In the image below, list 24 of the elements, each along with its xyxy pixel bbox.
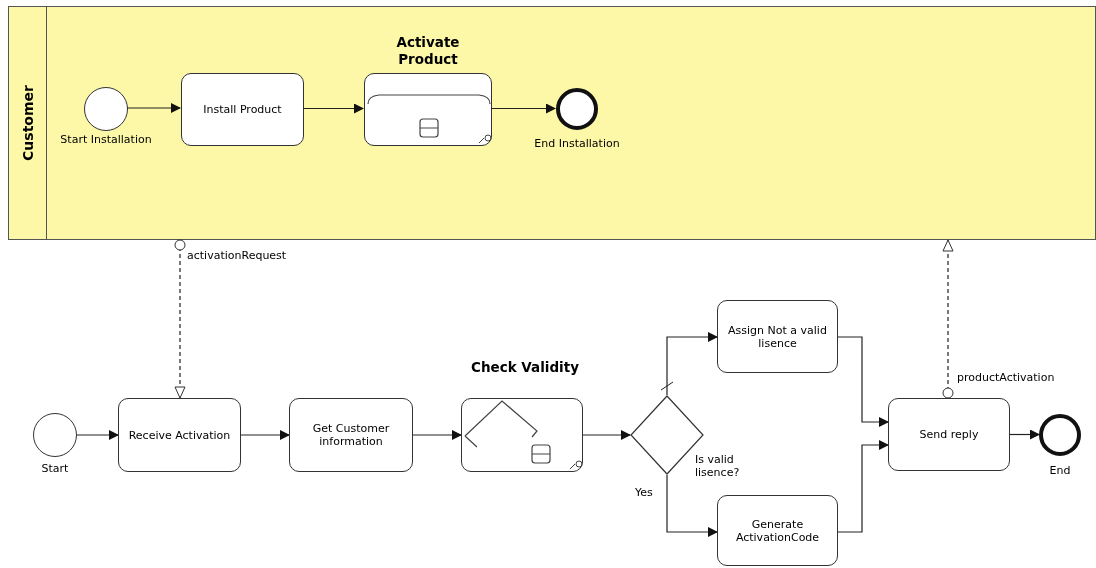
pool-band — [8, 6, 1096, 240]
task-box — [888, 398, 1010, 471]
task-label: Assign Not a valid lisence — [727, 323, 828, 350]
lane-title: Customer — [19, 85, 36, 161]
task-box — [717, 495, 838, 566]
task-box — [289, 398, 413, 472]
task-heading: Activate Product — [395, 34, 461, 68]
edge-label: productActivation — [956, 371, 1056, 384]
task-label: Generate ActivationCode — [734, 517, 821, 544]
event-label: End Installation — [533, 137, 621, 150]
task-box — [118, 398, 241, 472]
task-heading: Check Validity — [470, 359, 580, 376]
task-label: Send reply — [918, 428, 980, 441]
gateway-label: Is valid lisence? — [695, 453, 741, 479]
task-box — [717, 300, 838, 373]
task-label: Install Product — [202, 103, 283, 116]
task-label: Get Customer information — [311, 422, 391, 448]
event-label: End — [1048, 464, 1072, 477]
event-label: Start — [40, 462, 70, 475]
task-box — [181, 73, 304, 146]
task-label: Receive Activation — [127, 428, 232, 442]
edge-label: Yes — [634, 486, 654, 499]
edge-label: activationRequest — [186, 249, 288, 262]
event-label: Start Installation — [59, 133, 153, 146]
